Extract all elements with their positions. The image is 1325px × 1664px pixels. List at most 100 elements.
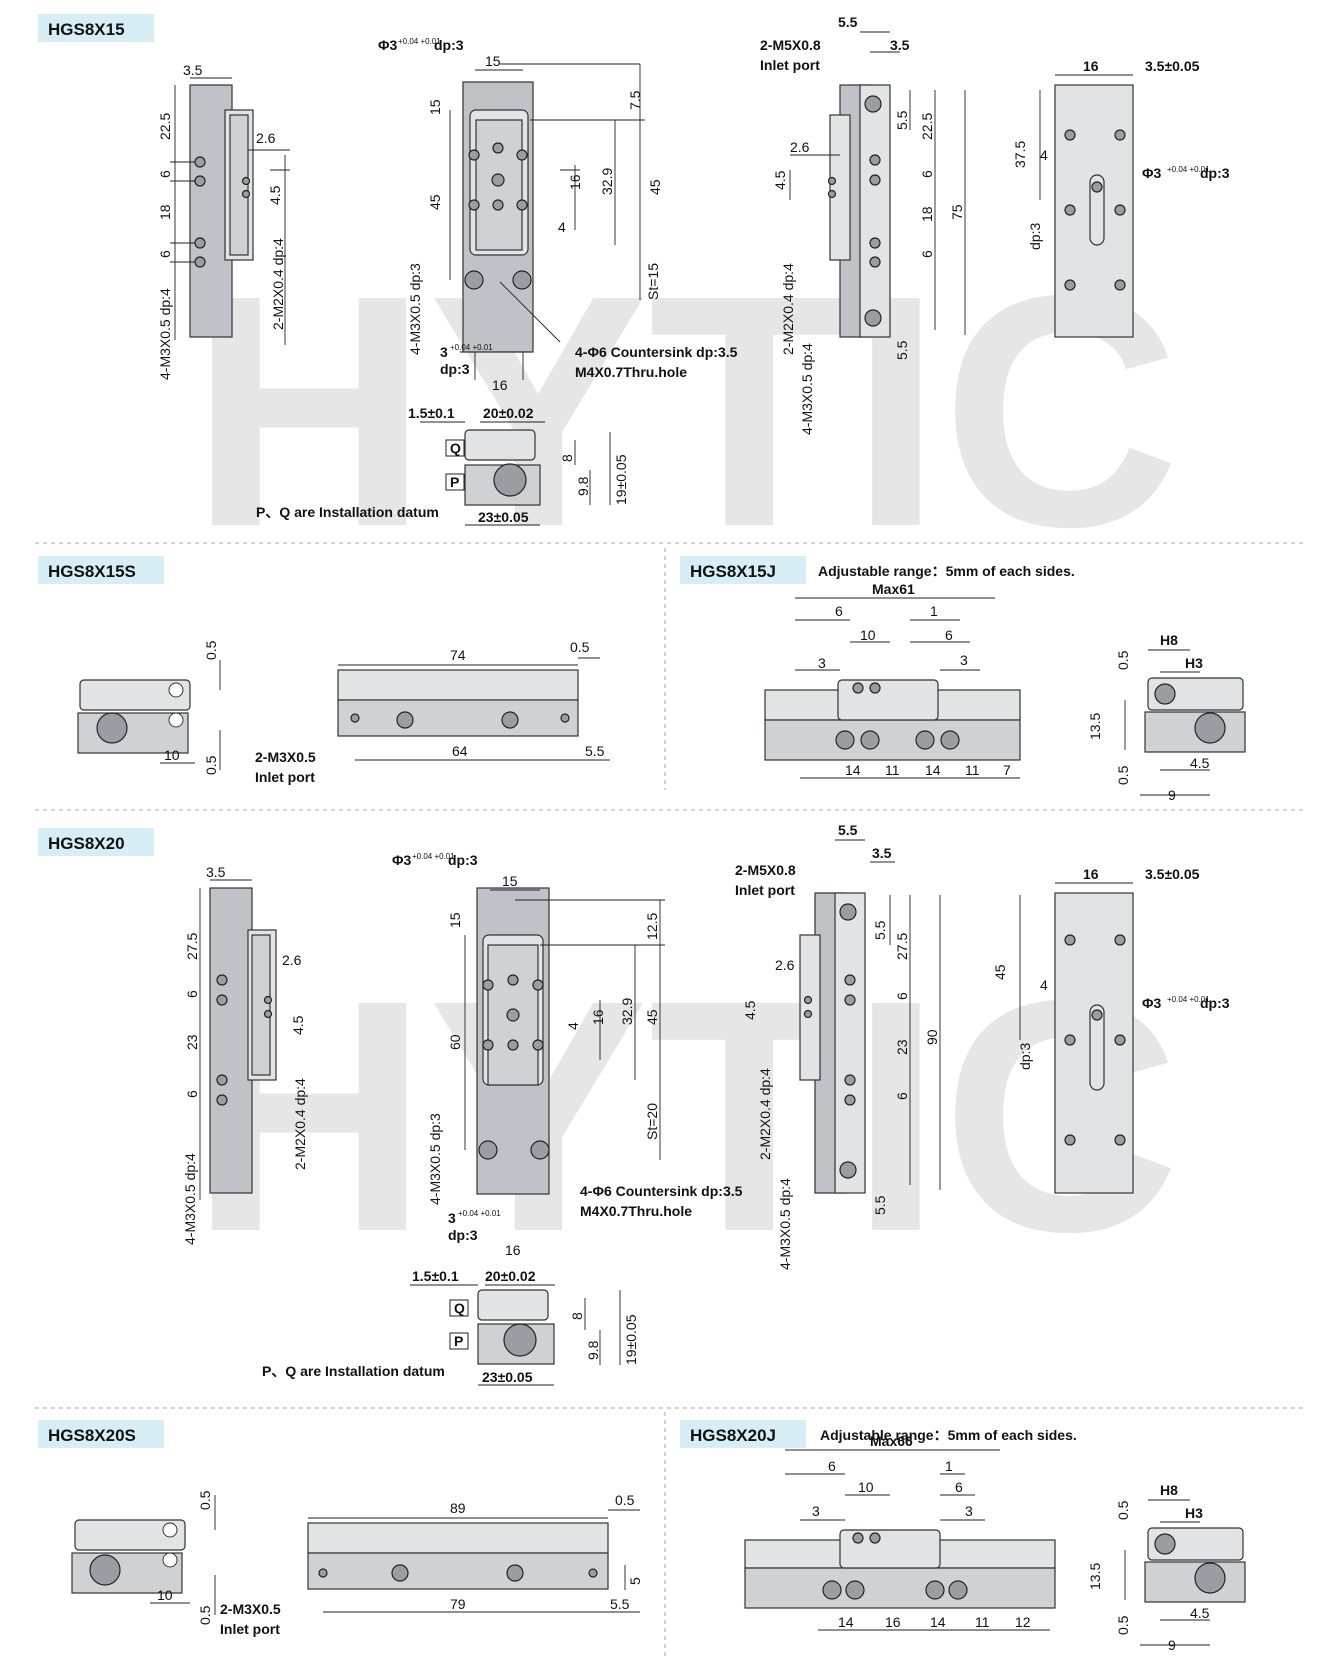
section-label-hgs8x15s: HGS8X15S (38, 556, 164, 584)
dim-20s-a: 0.5 (197, 1490, 213, 1510)
watermark-top: HYTIC (190, 226, 1180, 595)
dim-15-ba: 1.5±0.1 (408, 405, 455, 421)
datum-q-20: Q (454, 1300, 465, 1316)
dim-15j-l: 0.5 (1115, 650, 1131, 670)
dim-15-d: 18 (157, 204, 173, 220)
dim-15j-g: 14 (845, 762, 861, 778)
note-15-tol: +0.04 +0.01 (398, 37, 441, 46)
dim-15s-e: 0.5 (570, 639, 590, 655)
dim-15-e: 6 (157, 250, 173, 258)
dim-15j-p: 9 (1168, 787, 1176, 803)
dim-15-u: 2.6 (790, 139, 810, 155)
hgs8x15s-end-view (77, 660, 221, 770)
dim-15j-j: 11 (965, 762, 980, 778)
dim-15-ad: 4 (1040, 147, 1048, 163)
dim-15j-o: 4.5 (1190, 755, 1210, 771)
dim-15-q: 5.5 (838, 14, 858, 30)
note-20-m5: 2-M5X0.8 (735, 862, 796, 878)
dim-20j-g: 14 (838, 1614, 854, 1630)
svg-text:HGS8X15J: HGS8X15J (690, 562, 776, 581)
hgs8x20-back-view (1019, 882, 1134, 1194)
dim-15j-i: 14 (925, 762, 941, 778)
dim-15-h: 15 (485, 53, 501, 69)
dim-20-a: 3.5 (206, 864, 226, 880)
dim-20-m: 16 (590, 1009, 606, 1025)
note-20s-m3x: 2-M3X0.5 (220, 1601, 281, 1617)
dim-15-z2: 5.5 (894, 340, 910, 360)
dim-20-ab: 3.5±0.05 (1145, 866, 1200, 882)
dim-20j-j: 11 (975, 1614, 990, 1630)
dim-20-ad: 4 (1040, 977, 1048, 993)
dim-20-f: 2.6 (282, 952, 302, 968)
dim-20s-b: 10 (157, 1587, 173, 1603)
dim-20s-e: 0.5 (615, 1492, 635, 1508)
datum-note-20: P、Q are Installation datum (262, 1363, 445, 1379)
hgs8x20-end-view (410, 1284, 621, 1386)
dim-20s-h: 5 (627, 1577, 643, 1585)
dim-20-v: 4.5 (742, 1000, 758, 1020)
note-20-tol2: +0.04 +0.01 (458, 1209, 501, 1218)
note-20-m3b: 4-M3X0.5 dp:4 (182, 1153, 198, 1245)
hgs8x15j-end-view (1124, 649, 1246, 796)
dim-20-i: 15 (447, 912, 463, 928)
dim-15j-k: 7 (1003, 762, 1011, 778)
dim-15s-g: 5.5 (585, 743, 605, 759)
dim-15-l: 16 (567, 174, 583, 190)
dim-20j-h3: H3 (1185, 1505, 1203, 1521)
dim-15-ab: 3.5±0.05 (1145, 58, 1200, 74)
section-label-hgs8x15j: HGS8X15J (680, 556, 806, 584)
dim-20-o: 45 (644, 1009, 660, 1025)
note-15-m3b: 4-M3X0.5 dp:4 (157, 288, 173, 380)
dim-15j-e: 3 (818, 655, 826, 671)
dim-20-h: 15 (502, 873, 518, 889)
dim-20s-g: 5.5 (610, 1596, 630, 1612)
note-20-phi3: Φ3 (392, 852, 411, 868)
dim-15j-m: 13.5 (1087, 713, 1103, 740)
dim-20-s: 5.5 (872, 920, 888, 940)
dim-15s-a: 0.5 (203, 640, 219, 660)
hgs8x20-top-view (464, 887, 665, 1195)
dim-15-ac: 37.5 (1012, 141, 1028, 168)
dim-20-n: 32.9 (619, 998, 635, 1025)
note-20-dp3: dp:3 (448, 852, 478, 868)
dim-20j-h8: H8 (1160, 1482, 1178, 1498)
dim-20j-o: 4.5 (1190, 1605, 1210, 1621)
datum-p-20: P (454, 1333, 463, 1349)
dim-15s-c: 0.5 (203, 755, 219, 775)
dim-20s-d: 89 (450, 1500, 466, 1516)
dim-15-a: 3.5 (183, 62, 203, 78)
dim-20-q: 5.5 (838, 822, 858, 838)
note-15-m2-c: 2-M2X0.4 dp:4 (780, 263, 796, 355)
note-15-phi3b: Φ3 (1142, 165, 1161, 181)
dim-20j-b: 1 (945, 1458, 953, 1474)
note-15s-inlet: Inlet port (255, 769, 315, 785)
dim-15-f: 2.6 (256, 130, 276, 146)
dim-20s-c: 0.5 (197, 1605, 213, 1625)
dim-20-bc: 8 (569, 1312, 585, 1320)
note-20-dp3b: dp:3 (448, 1227, 478, 1243)
dim-15j-h8: H8 (1160, 632, 1178, 648)
svg-text:HGS8X20S: HGS8X20S (48, 1426, 136, 1445)
dim-15-be: 19±0.05 (613, 454, 629, 505)
dim-20-bd: 9.8 (585, 1340, 601, 1360)
note-15-phi3: Φ3 (378, 37, 397, 53)
dim-15-aa: 16 (1083, 58, 1099, 74)
hgs8x20j-end-view (1124, 1499, 1246, 1646)
dim-20-x: 23 (894, 1039, 910, 1055)
dim-15j-n: 0.5 (1115, 765, 1131, 785)
dim-15s-d: 74 (450, 647, 466, 663)
dim-20-ac: 45 (992, 964, 1008, 980)
hgs8x15-end-view (420, 421, 611, 526)
dim-15j-d: 6 (945, 627, 953, 643)
dim-15-c: 6 (157, 170, 173, 178)
dim-15-w: 6 (919, 170, 935, 178)
hgs8x20j-view (744, 1449, 1056, 1631)
note-20-tol: +0.04 +0.01 (412, 852, 455, 861)
dim-20j-h: 16 (885, 1614, 901, 1630)
note-15-counter: 4-Φ6 Countersink dp:3.5 (575, 344, 738, 360)
dim-20j-i: 14 (930, 1614, 946, 1630)
dim-15j-h: 11 (885, 762, 900, 778)
dim-20-k: 60 (447, 1034, 463, 1050)
note-15-m2: 2-M2X0.4 dp:4 (270, 238, 286, 330)
note-20-three: 3 (448, 1210, 456, 1226)
